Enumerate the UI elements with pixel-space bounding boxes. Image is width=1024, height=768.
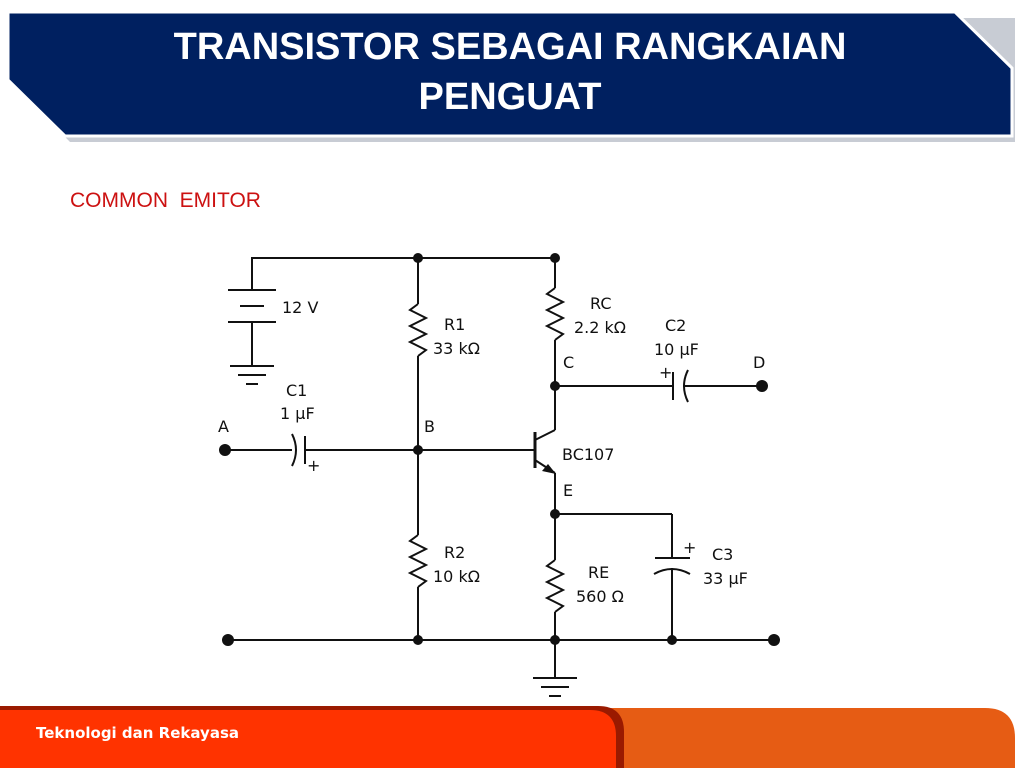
rc-value: 2.2 kΩ: [574, 318, 626, 337]
c2-value: 10 µF: [654, 340, 699, 359]
resistor-rc: [544, 287, 566, 341]
node-label-c: C: [563, 353, 574, 372]
c3-name: C3: [712, 545, 733, 564]
capacitor-c1-curved-plate: [291, 433, 297, 467]
transistor-bc107-symbol: [533, 429, 556, 474]
re-value: 560 Ω: [576, 587, 624, 606]
c2-name: C2: [665, 316, 686, 335]
c1-polarity: +: [307, 456, 320, 475]
ground-symbol: [533, 677, 577, 697]
junction-dots: [219, 253, 780, 646]
title-banner: [6, 10, 1015, 142]
slide-title: TRANSISTOR SEBAGAI RANGKAIAN PENGUAT: [173, 26, 847, 118]
c1-name: C1: [286, 381, 307, 400]
emitter-arrow: [542, 464, 556, 474]
node-label-b: B: [424, 417, 435, 436]
transistor-name: BC107: [562, 445, 614, 464]
re-name: RE: [588, 563, 609, 582]
resistor-re: [544, 559, 566, 613]
c3-value: 33 µF: [703, 569, 748, 588]
resistor-r2: [407, 534, 429, 588]
c1-value: 1 µF: [280, 404, 315, 423]
rc-name: RC: [590, 294, 612, 313]
r2-name: R2: [444, 543, 465, 562]
resistor-r1: [407, 303, 429, 357]
footer-text: Teknologi dan Rekayasa: [36, 724, 239, 742]
node-label-a: A: [218, 417, 229, 436]
r2-value: 10 kΩ: [433, 567, 480, 586]
r1-name: R1: [444, 315, 465, 334]
node-label-d: D: [753, 353, 765, 372]
c2-polarity: +: [659, 363, 672, 382]
battery-label: 12 V: [282, 298, 318, 317]
footer-bar: [0, 706, 1015, 768]
c3-polarity: +: [683, 538, 696, 557]
battery-symbol: [228, 289, 276, 385]
node-label-e: E: [563, 481, 573, 500]
r1-value: 33 kΩ: [433, 339, 480, 358]
circuit-type-label: COMMON EMITOR: [70, 189, 261, 212]
